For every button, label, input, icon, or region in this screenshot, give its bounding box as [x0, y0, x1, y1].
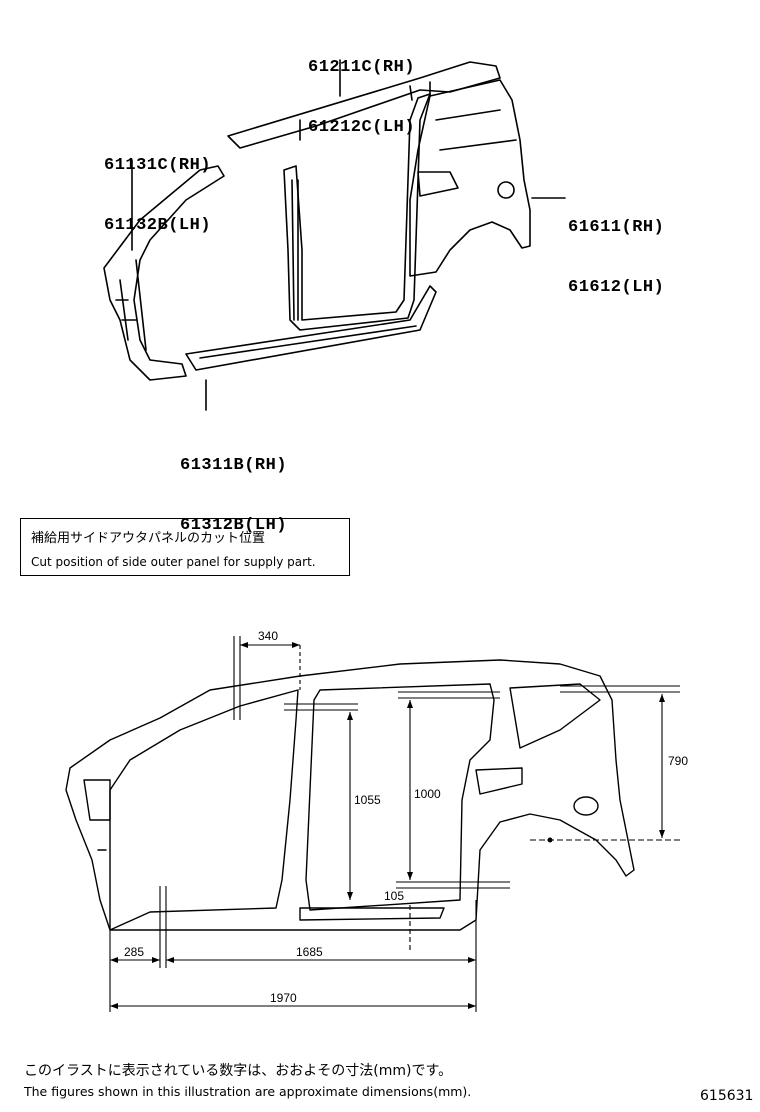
quarter-panel-fuel-lid: [417, 171, 459, 197]
rocker-step: [299, 907, 445, 921]
part-number-rh: 61211C(RH): [308, 58, 416, 77]
dim-label-1000: 1000: [414, 787, 441, 801]
roof-rail-detail: [299, 81, 431, 141]
footer-note-japanese: このイラストに表示されている数字は、おおよその寸法(mm)です。: [24, 1063, 453, 1079]
arrowhead: [468, 957, 476, 963]
roof-rail-part: [227, 61, 501, 149]
part-number-rh: 61611(RH): [568, 218, 665, 237]
rear-door-opening: [305, 683, 495, 911]
dim-label-285: 285: [124, 945, 144, 959]
part-number-rh: 61131C(RH): [104, 156, 212, 175]
rocker-detail: [199, 325, 417, 359]
arrowhead: [659, 830, 665, 838]
dim-label-1685: 1685: [296, 945, 323, 959]
dim-label-1055: 1055: [354, 793, 381, 807]
part-number-lh: 61312B(LH): [180, 516, 288, 535]
part-number-rh: 61311B(RH): [180, 456, 288, 475]
fuel-lid-opening: [475, 767, 523, 795]
side-panel-outline: [65, 659, 635, 931]
front-door-opening: [109, 689, 299, 931]
note-english: Cut position of side outer panel for sup…: [31, 555, 316, 569]
callout-quarter-panel: 61611(RH) 61612(LH): [568, 178, 664, 318]
callout-front-pillar: 61131C(RH) 61132B(LH): [104, 116, 211, 256]
rocker-part: [185, 285, 437, 371]
arrowhead: [347, 712, 353, 720]
arrowhead: [347, 892, 353, 900]
arrowhead: [468, 1003, 476, 1009]
quarter-panel-detail: [435, 109, 517, 151]
b-pillar-detail: [291, 179, 299, 321]
arrowhead: [659, 694, 665, 702]
footer-note-english: The figures shown in this illustration a…: [24, 1084, 472, 1099]
front-pillar-detail: [83, 779, 111, 851]
arrowhead: [152, 957, 160, 963]
callout-rocker: 61311B(RH) 61312B(LH): [180, 416, 287, 556]
fuel-filler-hole: [573, 796, 599, 816]
arrowhead: [110, 1003, 118, 1009]
callout-roof-side-rail: 61211C(RH) 61212C(LH): [308, 18, 415, 158]
arrowhead: [110, 957, 118, 963]
arrowhead: [240, 642, 248, 648]
figure-id: 615631: [700, 1088, 754, 1104]
part-number-lh: 61132B(LH): [104, 216, 212, 235]
note-japanese: 補給用サイドアウタパネルのカット位置: [31, 531, 266, 546]
front-pillar-detail: [115, 259, 147, 351]
part-number-lh: 61612(LH): [568, 278, 665, 297]
front-pillar-part: [103, 165, 225, 381]
fuel-filler-hole: [497, 181, 515, 199]
dim-label-340: 340: [258, 629, 278, 643]
arrowhead: [407, 872, 413, 880]
dim-label-1970: 1970: [270, 991, 297, 1005]
arrowhead: [407, 700, 413, 708]
arrowhead: [292, 642, 300, 648]
dim-label-105: 105: [384, 889, 404, 903]
arrowhead: [166, 957, 174, 963]
quarter-panel-part: [409, 79, 531, 277]
reference-point: [547, 837, 553, 843]
door-frame-part: [283, 93, 431, 331]
cut-position-note: 補給用サイドアウタパネルのカット位置 Cut position of side …: [20, 518, 350, 576]
dim-label-790: 790: [668, 754, 688, 768]
quarter-window-opening: [509, 683, 601, 749]
part-number-lh: 61212C(LH): [308, 118, 416, 137]
